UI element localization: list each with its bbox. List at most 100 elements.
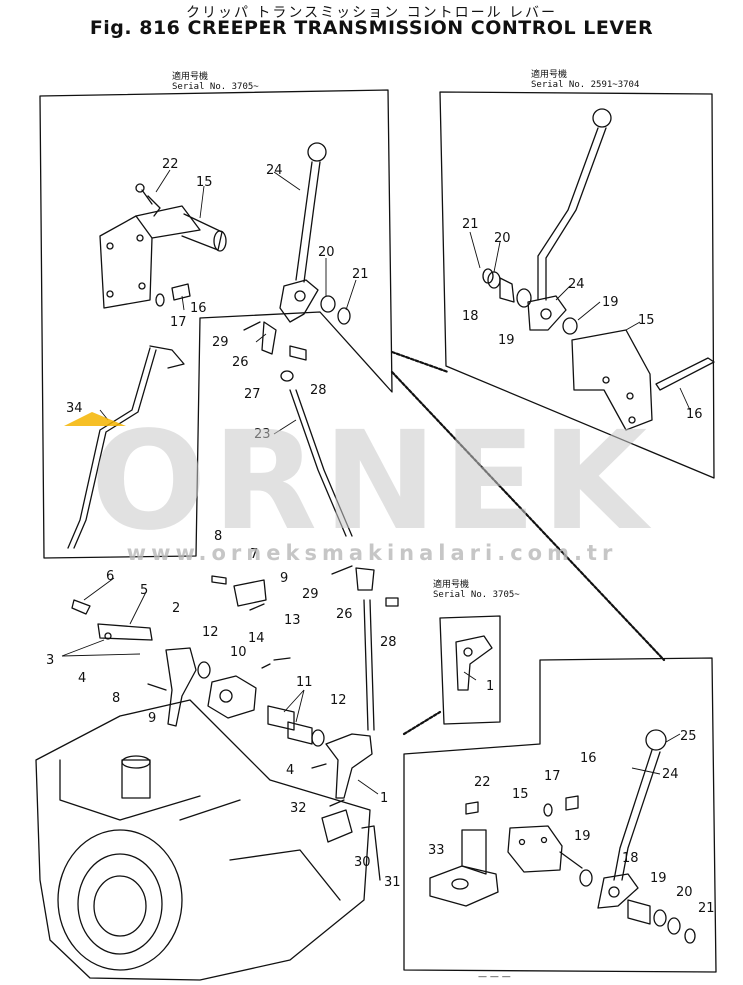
yoke-a [261, 321, 277, 355]
callout-6: 6 [106, 569, 114, 584]
lever-rod-c [613, 749, 661, 881]
leader-hatch-2 [390, 370, 666, 662]
callout-labels: 22 15 24 20 21 16 17 29 26 28 27 34 23 2… [46, 157, 715, 916]
callout-19-b2: 19 [602, 295, 619, 310]
clevis-30 [321, 809, 353, 843]
serial-panel-c: 適用号機 Serial No. 3705~ [433, 580, 520, 600]
callout-17-a: 17 [170, 315, 187, 330]
serial-number: Serial No. 3705~ [433, 590, 520, 600]
callout-19-c1: 19 [574, 829, 591, 844]
inset-frame [439, 615, 501, 725]
rod-23 [289, 389, 353, 537]
callout-5: 5 [140, 583, 148, 598]
callout-21-a: 21 [352, 267, 369, 282]
callout-18-b: 18 [462, 309, 479, 324]
callout-4-left: 4 [78, 671, 86, 686]
leader-hatch-3 [402, 710, 442, 736]
callout-15-a: 15 [196, 175, 213, 190]
lever-rod-b [537, 127, 607, 301]
callout-23-a: 23 [254, 427, 271, 442]
callout-24-a: 24 [266, 163, 283, 178]
serial-jp-label: 適用号機 [433, 580, 470, 590]
callout-24-c: 24 [662, 767, 679, 782]
callout-21-c: 21 [698, 901, 715, 916]
callout-10: 10 [230, 645, 247, 660]
callout-12-right: 12 [330, 693, 347, 708]
callout-1: 1 [380, 791, 388, 806]
serial-panel-b: 適用号機 Serial No. 2591~3704 [531, 70, 639, 90]
bracket-33 [429, 865, 499, 907]
yoke-26-main [355, 567, 375, 591]
callout-20-b: 20 [494, 231, 511, 246]
page-footer: — — — [478, 972, 511, 982]
bracket-plate-a [99, 215, 153, 309]
callout-31: 31 [384, 875, 401, 890]
callout-2: 2 [172, 601, 180, 616]
lever-1 [325, 733, 373, 799]
yoke-7 [233, 579, 267, 607]
callout-29-main: 29 [302, 587, 319, 602]
callout-17-c: 17 [544, 769, 561, 784]
serial-number: Serial No. 3705~ [172, 82, 259, 92]
shaft-5 [97, 623, 153, 641]
callout-9-top: 9 [280, 571, 288, 586]
rod-main [363, 599, 375, 731]
callout-19-c2: 19 [650, 871, 667, 886]
shaft-a [181, 213, 223, 251]
inset-lever [455, 635, 493, 691]
callout-12-top: 12 [202, 625, 219, 640]
callout-21-b: 21 [462, 217, 479, 232]
callout-8-left: 8 [112, 691, 120, 706]
callout-29-a: 29 [212, 335, 229, 350]
lever-knob-a [307, 142, 327, 162]
callout-9-left: 9 [148, 711, 156, 726]
callout-19-b1: 19 [498, 333, 515, 348]
callout-15-b: 15 [638, 313, 655, 328]
callout-11: 11 [296, 675, 313, 690]
housing-15c [507, 825, 563, 873]
rod-34 [67, 347, 157, 549]
callout-20-a: 20 [318, 245, 335, 260]
callout-3: 3 [46, 653, 54, 668]
callout-13: 13 [284, 613, 301, 628]
lever-knob-b [592, 108, 612, 128]
panel-b-frame [439, 91, 715, 479]
callout-28-main: 28 [380, 635, 397, 650]
serial-jp-label: 適用号機 [172, 72, 209, 82]
pin-8 [211, 575, 227, 585]
title-japanese: クリッパ トランスミッション コントロール レバー [185, 5, 558, 21]
callout-22-c: 22 [474, 775, 491, 790]
serial-number: Serial No. 2591~3704 [531, 80, 640, 90]
leader-hatch-1 [390, 350, 450, 374]
grease-fitting-6 [71, 599, 91, 615]
callout-4-right: 4 [286, 763, 294, 778]
lever-knob-c [645, 729, 667, 751]
callout-24-b: 24 [568, 277, 585, 292]
callout-20-c: 20 [676, 885, 693, 900]
callout-16-a: 16 [190, 301, 207, 316]
callout-27-a: 27 [244, 387, 261, 402]
callout-7: 7 [250, 547, 258, 562]
callout-18-c: 18 [622, 851, 639, 866]
transmission-housing [35, 699, 371, 981]
callout-25-c: 25 [680, 729, 697, 744]
bracket-2 [165, 647, 197, 727]
bracket-b [571, 329, 653, 431]
figure-title: Fig. 816 CREEPER TRANSMISSION CONTROL LE… [89, 17, 654, 39]
callout-16-b: 16 [686, 407, 703, 422]
callout-16-c: 16 [580, 751, 597, 766]
panel-a-frame [39, 89, 393, 559]
callout-26-main: 26 [336, 607, 353, 622]
grease-nipple-a [141, 189, 161, 217]
callout-14: 14 [248, 631, 265, 646]
serial-panel-a: 適用号機 Serial No. 3705~ [172, 72, 259, 92]
callout-33-c: 33 [428, 843, 445, 858]
callout-30: 30 [354, 855, 371, 870]
housing-10 [207, 675, 257, 719]
serial-jp-label: 適用号機 [531, 70, 568, 80]
bushing-18c [627, 899, 651, 925]
callout-34-a: 34 [66, 401, 83, 416]
callout-1-inset: 1 [486, 679, 494, 694]
panel-c-frame [403, 657, 717, 973]
